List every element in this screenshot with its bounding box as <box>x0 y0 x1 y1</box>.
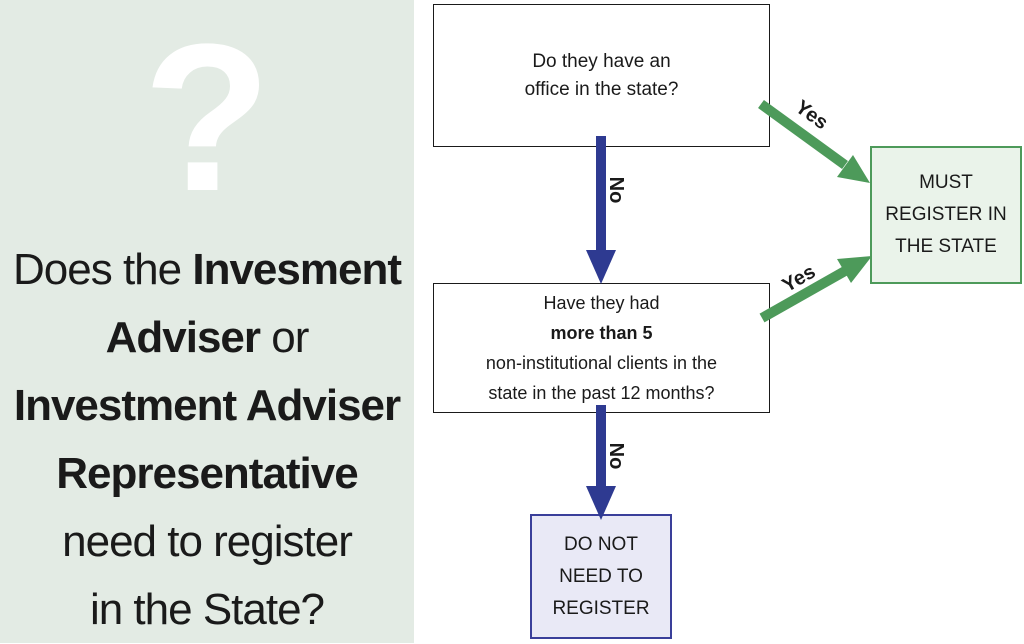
question-clients-line-segment: non-institutional clients in the <box>485 353 718 373</box>
do-not-register-line: REGISTER <box>552 597 650 619</box>
arrow-q1-no-label: No <box>605 177 627 204</box>
question-clients-text: Have they had more than 5 non-institution… <box>486 288 717 408</box>
arrow-q2-no-label: No <box>605 443 627 470</box>
left-question-line-segment: Invesment <box>192 245 402 294</box>
left-question-line-segment: Investment Adviser <box>13 381 401 430</box>
arrow-q2-yes: Yes <box>759 256 872 323</box>
arrow-q1-no: No <box>586 136 627 284</box>
question-clients-line-segment: Have they had <box>543 293 660 313</box>
left-question-line-segment: or <box>260 313 309 362</box>
left-question-line-segment: Adviser <box>105 313 261 362</box>
do-not-register-text: DO NOT NEED TO REGISTER <box>552 529 649 625</box>
must-register-text: MUST REGISTER IN THE STATE <box>885 167 1006 263</box>
left-question-line: in the State? <box>0 576 414 644</box>
left-question-line-segment: Representative <box>56 449 358 498</box>
left-question-line-segment: need to register <box>62 517 353 566</box>
question-office-line: Do they have an <box>532 50 671 72</box>
question-office-text: Do they have an office in the state? <box>525 48 679 104</box>
question-mark-icon: ? <box>142 0 272 235</box>
do-not-register-line: NEED TO <box>559 565 643 587</box>
arrow-q2-no: No <box>586 405 627 520</box>
must-register-line: REGISTER IN <box>885 204 1007 225</box>
left-question-line: Adviser or <box>0 304 414 372</box>
question-clients-line-segment: more than 5 <box>550 323 653 343</box>
question-clients-box: Have they had more than 5 non-institution… <box>433 283 770 413</box>
question-clients-line-segment: state in the past 12 months? <box>488 383 715 403</box>
arrow-q1-yes: Yes <box>758 96 870 183</box>
left-question-line: Investment Adviser <box>0 372 414 440</box>
do-not-register-box: DO NOT NEED TO REGISTER <box>530 514 672 639</box>
must-register-line: THE STATE <box>895 236 997 257</box>
question-office-line: office in the state? <box>524 78 679 100</box>
left-question-line: need to register <box>0 508 414 576</box>
question-clients-line: non-institutional clients in the <box>486 348 717 378</box>
must-register-box: MUST REGISTER IN THE STATE <box>870 146 1022 284</box>
left-question-line: Does the Invesment <box>0 236 414 304</box>
must-register-line: MUST <box>919 172 973 193</box>
do-not-register-line: DO NOT <box>564 533 638 555</box>
left-question-line-segment: in the State? <box>89 585 325 634</box>
left-question-line-segment: Does the <box>13 245 193 294</box>
left-question-line: Representative <box>0 440 414 508</box>
question-clients-line: Have they had more than 5 <box>486 288 717 348</box>
question-clients-line: state in the past 12 months? <box>486 378 717 408</box>
question-office-box: Do they have an office in the state? <box>433 4 770 147</box>
